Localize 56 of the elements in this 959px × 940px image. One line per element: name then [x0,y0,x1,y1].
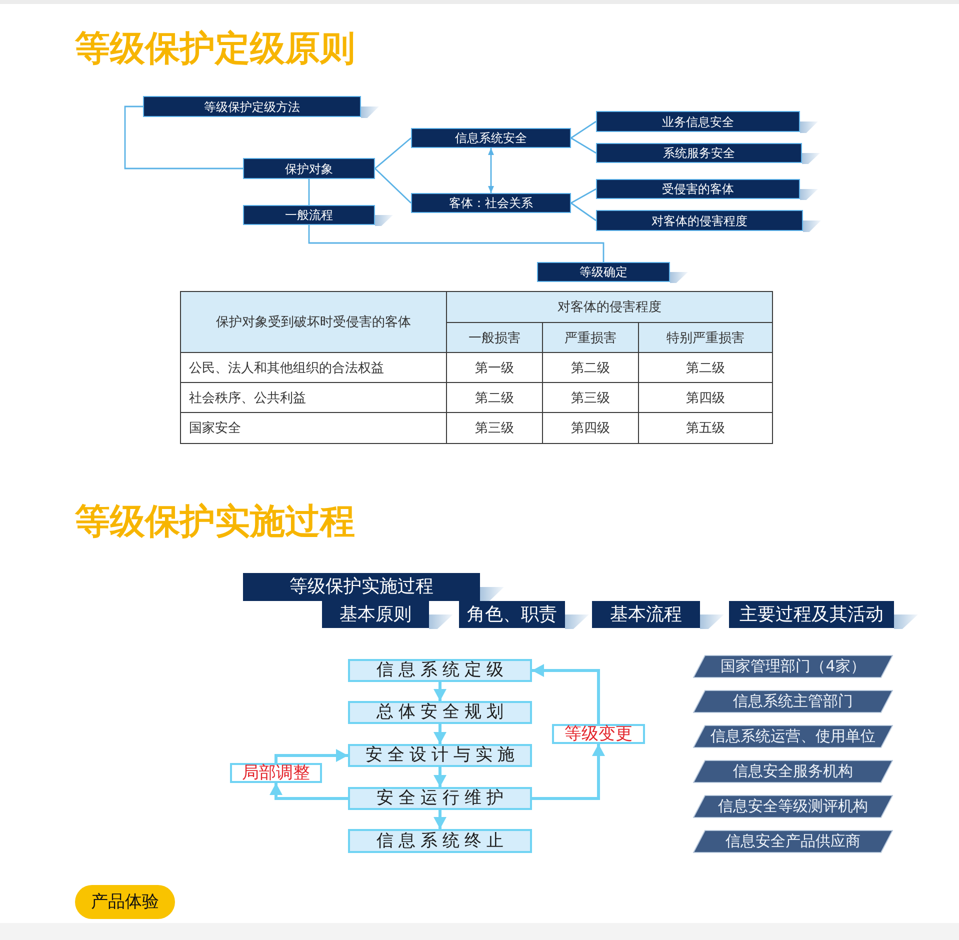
arrow [532,744,605,800]
connector-line [570,120,596,139]
table-cell: 国家安全 [180,412,447,444]
topic-box: 系统服务安全 [596,143,802,163]
parallelogram-box: 信息安全服务机构 [693,760,893,783]
connector-line [570,188,596,204]
header-cell: 严重损害 [542,322,639,353]
connector-line [570,202,596,222]
connector-line [374,168,412,204]
header-bar: 主要过程及其活动 [729,601,894,628]
process-box: 安全运行维护 [348,787,532,810]
topic-box: 受侵害的客体 [596,179,800,199]
header-cell: 对客体的侵害程度 [446,291,773,323]
header-cell: 保护对象受到破坏时受侵害的客体 [180,291,447,353]
parallelogram-box: 信息系统主管部门 [693,690,893,713]
feedback-box: 局部调整 [230,763,322,783]
topic-box: 一般流程 [243,205,375,225]
header-bar: 等级保护实施过程 [243,573,480,601]
arrow [434,682,446,701]
connector-line [570,137,596,154]
connector-line [308,225,604,262]
arrow [434,767,446,787]
topic-box: 对客体的侵害程度 [596,210,803,231]
topic-box: 业务信息安全 [596,111,800,132]
pill-button: 产品体验 [75,885,175,919]
arrow [434,724,446,744]
arrow [434,810,446,829]
section-heading: 等级保护实施过程 [75,501,355,543]
header-bar: 角色、职责 [459,601,565,628]
parallelogram-box: 国家管理部门（4家） [693,655,893,678]
header-bar: 基本原则 [322,601,429,628]
arrow [274,749,348,763]
connector-line [374,137,412,170]
feedback-box: 等级变更 [552,724,645,744]
header-cell: 一般损害 [446,322,543,353]
arrow [270,783,348,800]
topic-box: 等级确定 [537,262,670,282]
parallelogram-box: 信息安全产品供应商 [693,830,893,853]
process-box: 信息系统终止 [348,829,532,853]
header-cell: 特别严重损害 [638,322,773,353]
connector-line [308,179,310,205]
topic-box: 客体：社会关系 [411,193,571,213]
topic-box: 等级保护定级方法 [143,96,361,117]
topic-box: 保护对象 [243,158,375,179]
topic-box: 信息系统安全 [411,128,571,148]
process-box: 信息系统定级 [348,659,532,682]
parallelogram-box: 信息安全等级测评机构 [693,795,893,818]
connector-line [124,106,243,170]
arrow [532,664,600,724]
header-bar: 基本流程 [592,601,700,628]
table-cell: 第五级 [638,412,773,444]
double-arrow [488,148,494,193]
section-heading: 等级保护定级原则 [75,28,355,70]
process-box: 安全设计与实施 [348,744,532,767]
process-box: 总体安全规划 [348,701,532,724]
parallelogram-box: 信息系统运营、使用单位 [693,725,893,748]
